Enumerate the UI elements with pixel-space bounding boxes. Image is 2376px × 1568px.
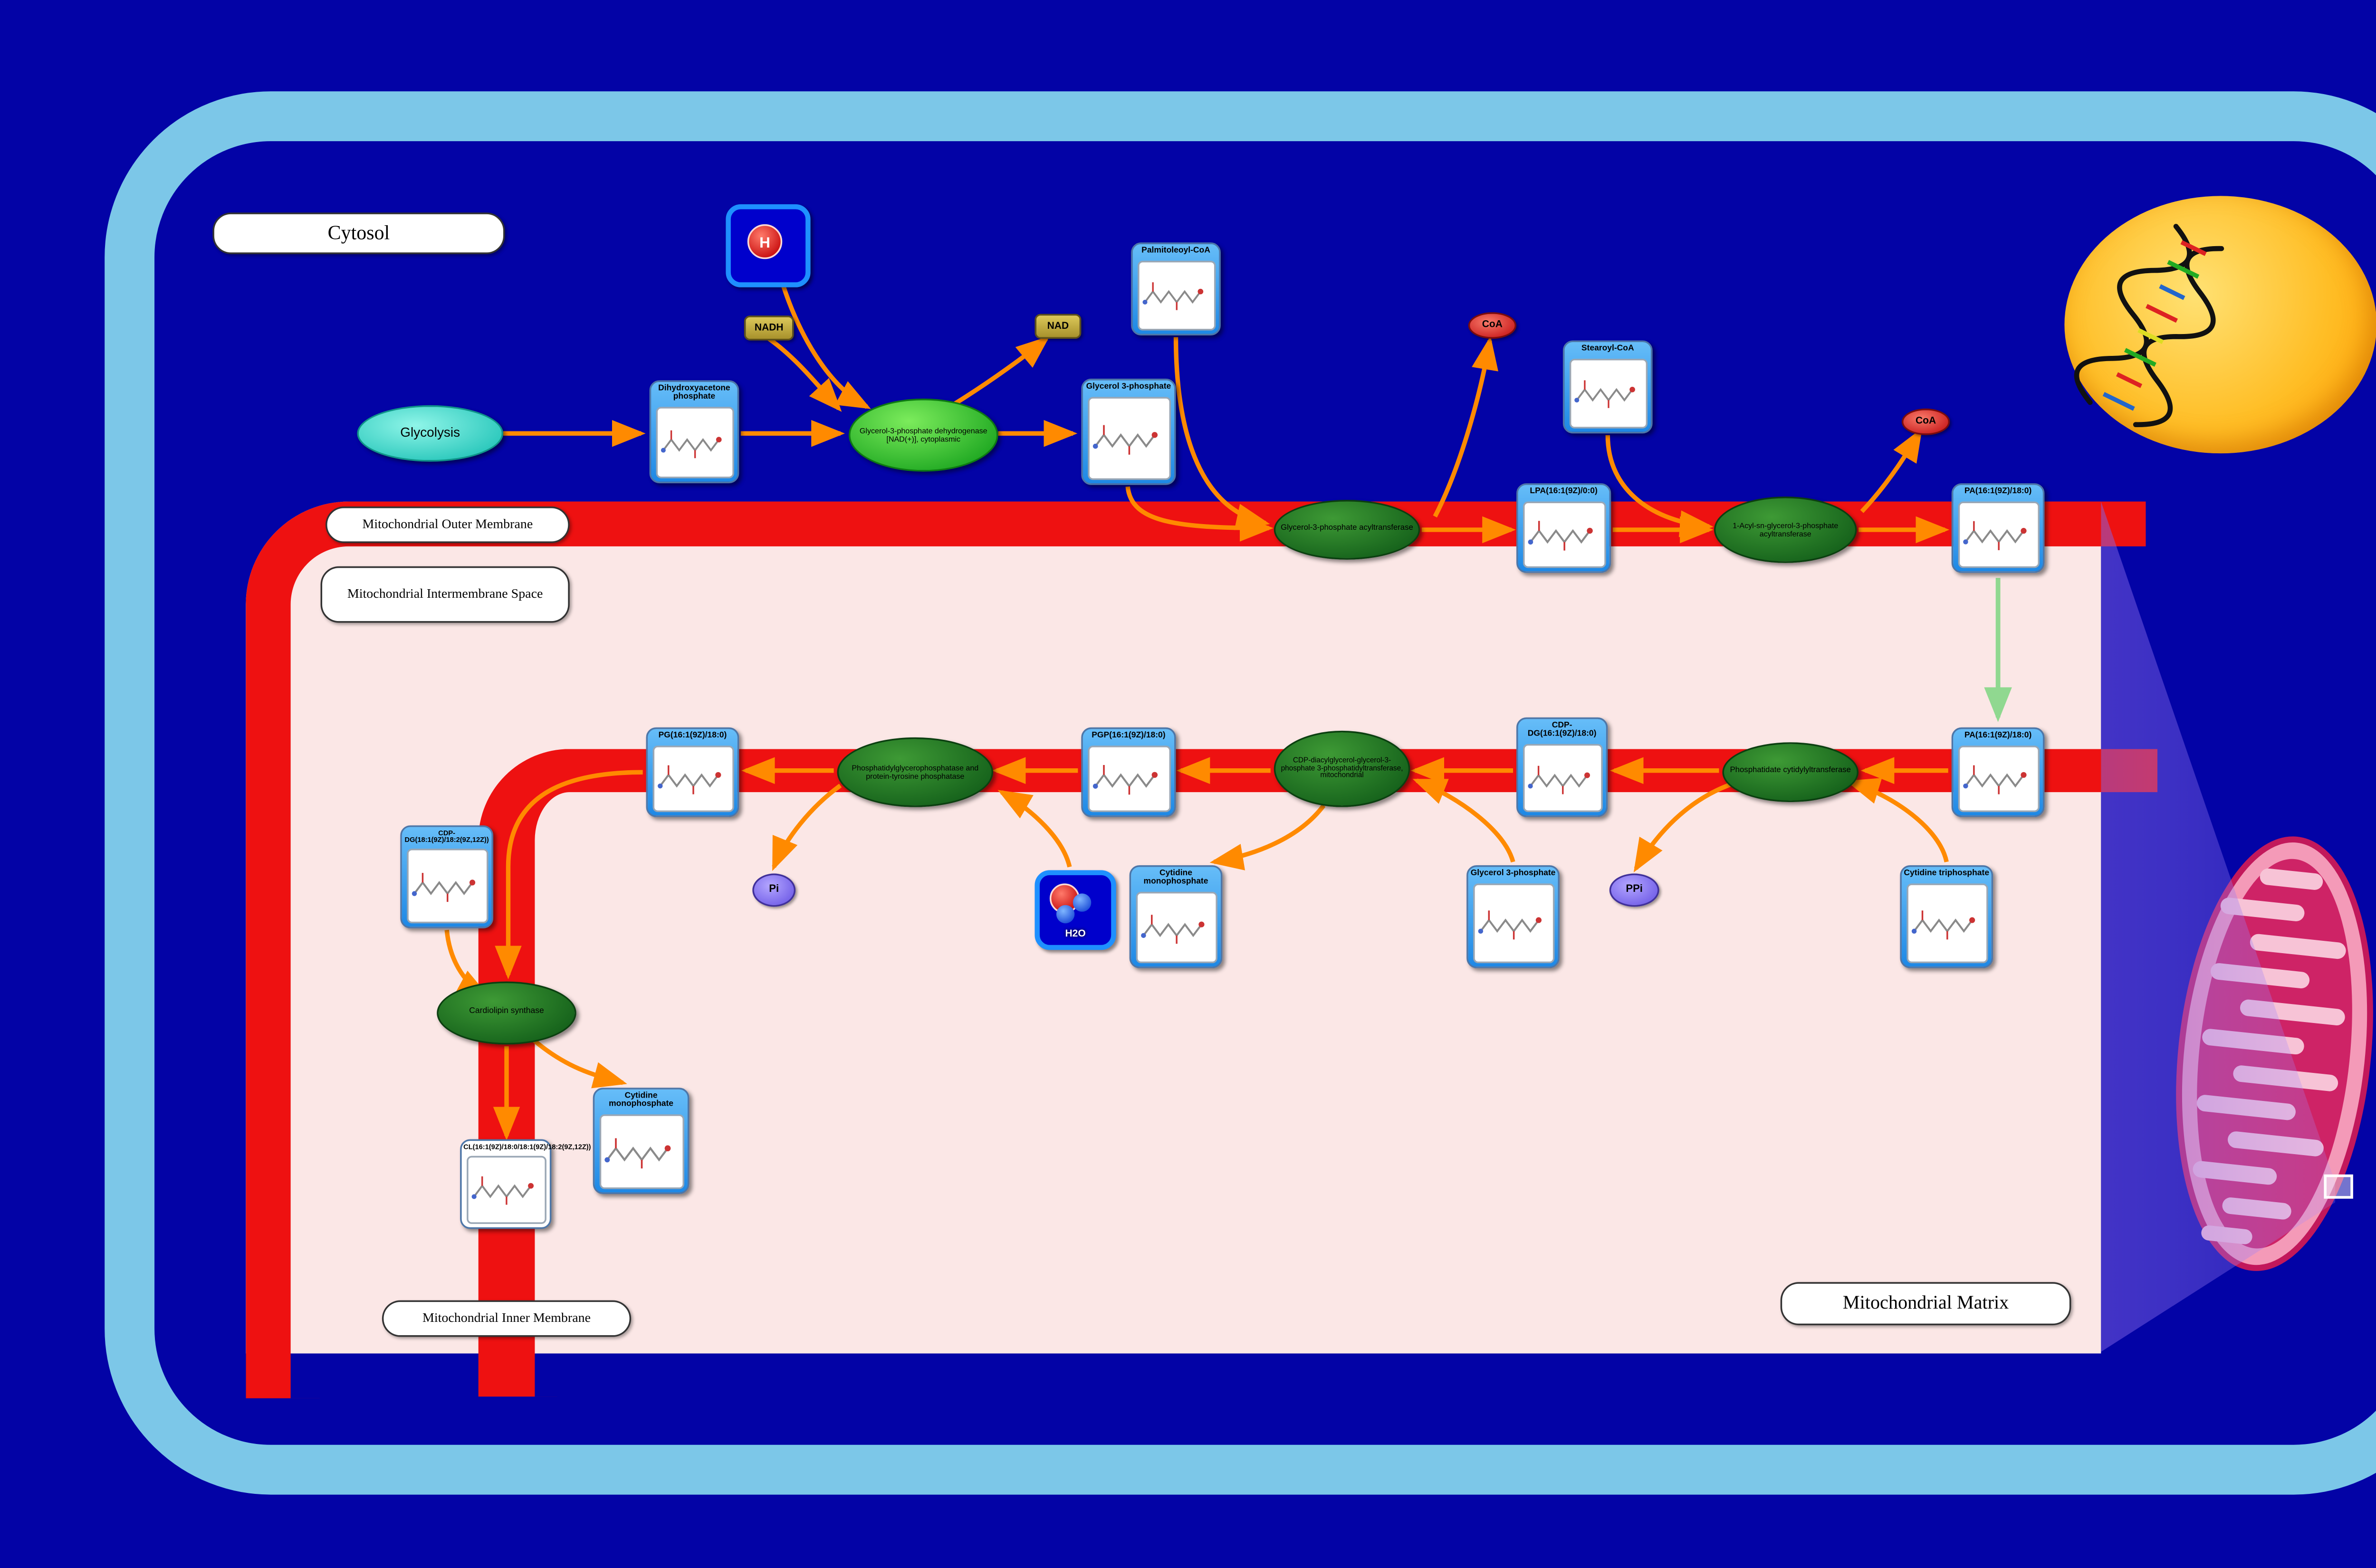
hydrogen-ion-icon[interactable]: H <box>726 204 811 287</box>
molecule-structure-icon <box>1093 765 1159 795</box>
metabolite-pa-outer[interactable]: PA(16:1(9Z)/18:0) <box>1951 483 2045 573</box>
metabolite-cdp-dg[interactable]: CDP-DG(16:1(9Z)/18:0) <box>1516 717 1608 817</box>
molecule-structure-icon <box>1964 521 2027 551</box>
cell-membrane <box>105 91 2376 1495</box>
h-atom-icon <box>1056 905 1075 924</box>
metabolite-pg[interactable]: PG(16:1(9Z)/18:0) <box>646 727 739 817</box>
cofactor-coa-2[interactable]: CoA <box>1901 408 1950 435</box>
enzyme-pgs1[interactable]: CDP-diacylglycerol-glycerol-3-phosphate … <box>1274 730 1410 807</box>
inner-membrane-label: Mitochondrial Inner Membrane <box>382 1300 632 1337</box>
outer-membrane-label: Mitochondrial Outer Membrane <box>326 507 570 543</box>
molecule-structure-icon <box>1912 910 1976 939</box>
molecule-structure-icon <box>661 430 722 459</box>
cofactor-nad[interactable]: NAD <box>1035 314 1082 339</box>
molecule-structure-icon <box>605 1138 672 1169</box>
cofactor-pi[interactable]: Pi <box>752 873 796 907</box>
h-atom-icon <box>1073 893 1092 912</box>
zoom-source-marker <box>2324 1174 2353 1199</box>
metabolite-pgp[interactable]: PGP(16:1(9Z)/18:0) <box>1081 727 1176 817</box>
metabolite-lpa[interactable]: LPA(16:1(9Z)/0:0) <box>1516 483 1611 573</box>
enzyme-gpat[interactable]: Glycerol-3-phosphate acyltransferase <box>1274 500 1420 560</box>
metabolite-cmp-bottom[interactable]: Cytidine monophosphate <box>593 1088 690 1194</box>
h-atom-icon: H <box>747 224 783 259</box>
molecule-structure-icon <box>1575 381 1636 409</box>
molecule-structure-icon <box>658 765 722 795</box>
enzyme-gpd1[interactable]: Glycerol-3-phosphate dehydrogenase [NAD(… <box>848 398 998 472</box>
intermembrane-space-label: Mitochondrial Intermembrane Space <box>320 566 570 623</box>
molecule-structure-icon <box>1528 765 1591 794</box>
metabolite-g3p-matrix[interactable]: Glycerol 3-phosphate <box>1466 865 1560 968</box>
cytosol-label: Cytosol <box>212 212 505 254</box>
cofactor-nadh[interactable]: NADH <box>744 316 794 341</box>
metabolite-pa-inner[interactable]: PA(16:1(9Z)/18:0) <box>1951 727 2045 817</box>
metabolite-dhap[interactable]: Dihydroxyacetone phosphate <box>649 380 739 484</box>
enzyme-crls1[interactable]: Cardiolipin synthase <box>437 981 576 1045</box>
metabolite-palmitoleoyl-coa[interactable]: Palmitoleoyl-CoA <box>1131 242 1221 336</box>
matrix-label: Mitochondrial Matrix <box>1780 1282 2071 1326</box>
water-icon[interactable]: H2O <box>1035 870 1116 950</box>
molecule-structure-icon <box>412 873 476 903</box>
metabolite-ctp[interactable]: Cytidine triphosphate <box>1900 865 1993 968</box>
metabolite-stearoyl-coa[interactable]: Stearoyl-CoA <box>1562 340 1653 434</box>
molecule-structure-icon <box>1478 910 1542 939</box>
cofactor-coa-1[interactable]: CoA <box>1468 312 1517 339</box>
molecule-structure-icon <box>1093 425 1159 455</box>
metabolite-g3p-cytosol[interactable]: Glycerol 3-phosphate <box>1081 378 1176 485</box>
enzyme-ptpmt1[interactable]: Phosphatidylglycerophosphatase and prote… <box>837 737 994 807</box>
molecule-structure-icon <box>1143 283 1204 311</box>
enzyme-agpat[interactable]: 1-Acyl-sn-glycerol-3-phosphate acyltrans… <box>1714 497 1857 563</box>
cofactor-ppi[interactable]: PPi <box>1609 873 1659 907</box>
metabolite-cl[interactable]: CL(16:1(9Z)/18:0/18:1(9Z)/18:2(9Z,12Z)) <box>460 1139 591 1229</box>
molecule-structure-icon <box>472 1177 535 1205</box>
molecule-structure-icon <box>1964 765 2027 795</box>
pathway-link-glycolysis[interactable]: Glycolysis <box>357 405 504 462</box>
molecule-structure-icon <box>1529 521 1594 551</box>
molecule-structure-icon <box>1141 915 1205 944</box>
zoom-projection-beam <box>2101 501 2353 1352</box>
nucleus <box>2064 196 2376 454</box>
enzyme-cds[interactable]: Phosphatidate cytidylyltransferase <box>1722 742 1859 803</box>
metabolite-cdp-dg2[interactable]: CDP-DG(18:1(9Z)/18:2(9Z,12Z)) <box>400 825 494 928</box>
metabolite-cmp-matrix[interactable]: Cytidine monophosphate <box>1129 865 1223 968</box>
dna-icon <box>2074 224 2224 427</box>
